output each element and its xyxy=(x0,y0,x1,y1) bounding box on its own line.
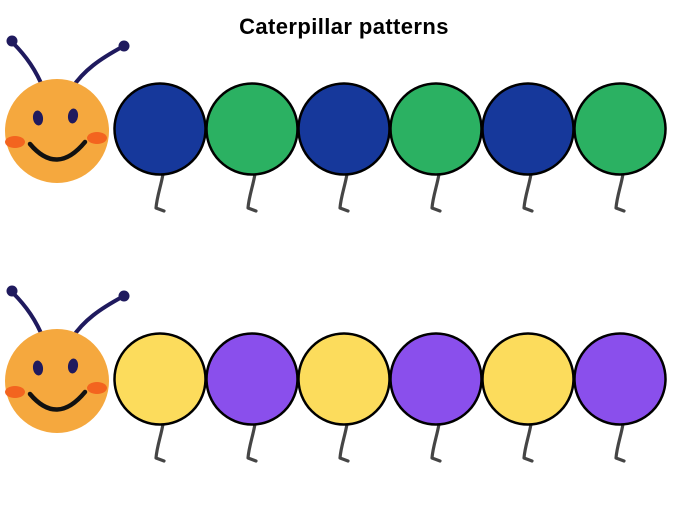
leg-4 xyxy=(430,172,442,213)
body-segment-1-blue xyxy=(113,82,207,176)
body-segment-4-green xyxy=(389,82,483,176)
leg-5 xyxy=(522,172,534,213)
body-segment-6-purple xyxy=(573,332,667,426)
leg-1 xyxy=(154,422,166,463)
body-segment-2-purple xyxy=(205,332,299,426)
antenna-left-tip xyxy=(6,35,18,47)
eye-left xyxy=(32,110,44,126)
cheek-left xyxy=(5,136,25,148)
eye-left xyxy=(32,360,44,376)
body-segment-1-yellow xyxy=(113,332,207,426)
body-segment-5-yellow xyxy=(481,332,575,426)
leg-4 xyxy=(430,422,442,463)
caterpillar-top xyxy=(5,35,667,213)
eye-right xyxy=(67,358,79,374)
caterpillar-head xyxy=(5,329,109,433)
body-segment-3-yellow xyxy=(297,332,391,426)
leg-1 xyxy=(154,172,166,213)
leg-3 xyxy=(338,422,350,463)
body-segment-4-purple xyxy=(389,332,483,426)
leg-2 xyxy=(246,172,258,213)
leg-6 xyxy=(614,172,626,213)
antenna-right-tip xyxy=(118,40,130,52)
body-segment-2-green xyxy=(205,82,299,176)
caterpillar-bottom xyxy=(5,285,667,463)
leg-3 xyxy=(338,172,350,213)
body-segment-6-green xyxy=(573,82,667,176)
leg-6 xyxy=(614,422,626,463)
body-segment-3-blue xyxy=(297,82,391,176)
smile-mouth xyxy=(27,389,88,412)
antenna-right xyxy=(70,295,124,340)
smile-mouth xyxy=(27,139,88,162)
body-segment-5-blue xyxy=(481,82,575,176)
caterpillar-head xyxy=(5,79,109,183)
cheek-left xyxy=(5,386,25,398)
antenna-right xyxy=(70,45,124,90)
antenna-right-tip xyxy=(118,290,130,302)
page-title: Caterpillar patterns xyxy=(239,14,449,39)
cheek-right xyxy=(87,382,107,394)
antenna-left-tip xyxy=(6,285,18,297)
caterpillar-list xyxy=(0,26,678,481)
leg-2 xyxy=(246,422,258,463)
eye-right xyxy=(67,108,79,124)
cheek-right xyxy=(87,132,107,144)
leg-5 xyxy=(522,422,534,463)
